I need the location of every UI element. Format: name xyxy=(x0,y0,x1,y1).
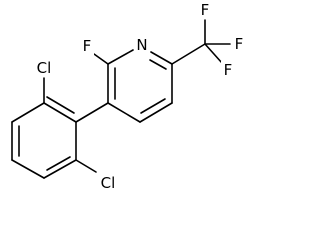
bond-c6p-cl-bottom xyxy=(75,159,97,173)
bond-n-c6 xyxy=(150,51,173,65)
bond-c6-cf3 xyxy=(171,43,206,65)
atom-cl-bottom: Cl xyxy=(101,174,116,192)
bond-c2-n xyxy=(107,49,134,65)
bond-n-c6-double xyxy=(149,59,167,70)
bond-c5p-c6p xyxy=(43,159,77,179)
bond-c5p-c6p-double xyxy=(46,156,71,171)
atom-cl-top: Cl xyxy=(37,59,52,77)
bond-c4p-c5p xyxy=(11,159,45,179)
bond-c3-c1p xyxy=(75,102,109,123)
atom-labels: N F F F F Cl Cl xyxy=(32,1,246,192)
bond-c4-c3 xyxy=(107,102,141,123)
atom-f-cf3-top: F xyxy=(201,1,210,19)
bonds xyxy=(11,19,231,179)
atom-f-cf3-bottom: F xyxy=(224,61,233,79)
bond-c1p-c2p xyxy=(43,102,77,123)
molecule-structure: N F F F F Cl Cl xyxy=(11,1,246,192)
bond-c5-c4 xyxy=(139,102,173,123)
bond-c2-f xyxy=(93,53,109,65)
atom-n: N xyxy=(136,36,147,54)
bond-c1p-c2p-double xyxy=(46,96,75,114)
atom-f-ring: F xyxy=(83,37,92,55)
bond-cf3-f-bottom xyxy=(204,43,223,64)
atom-f-cf3-right: F xyxy=(235,35,244,53)
bond-c5-c4-double xyxy=(140,98,166,114)
bond-c2p-c3p xyxy=(11,102,45,123)
